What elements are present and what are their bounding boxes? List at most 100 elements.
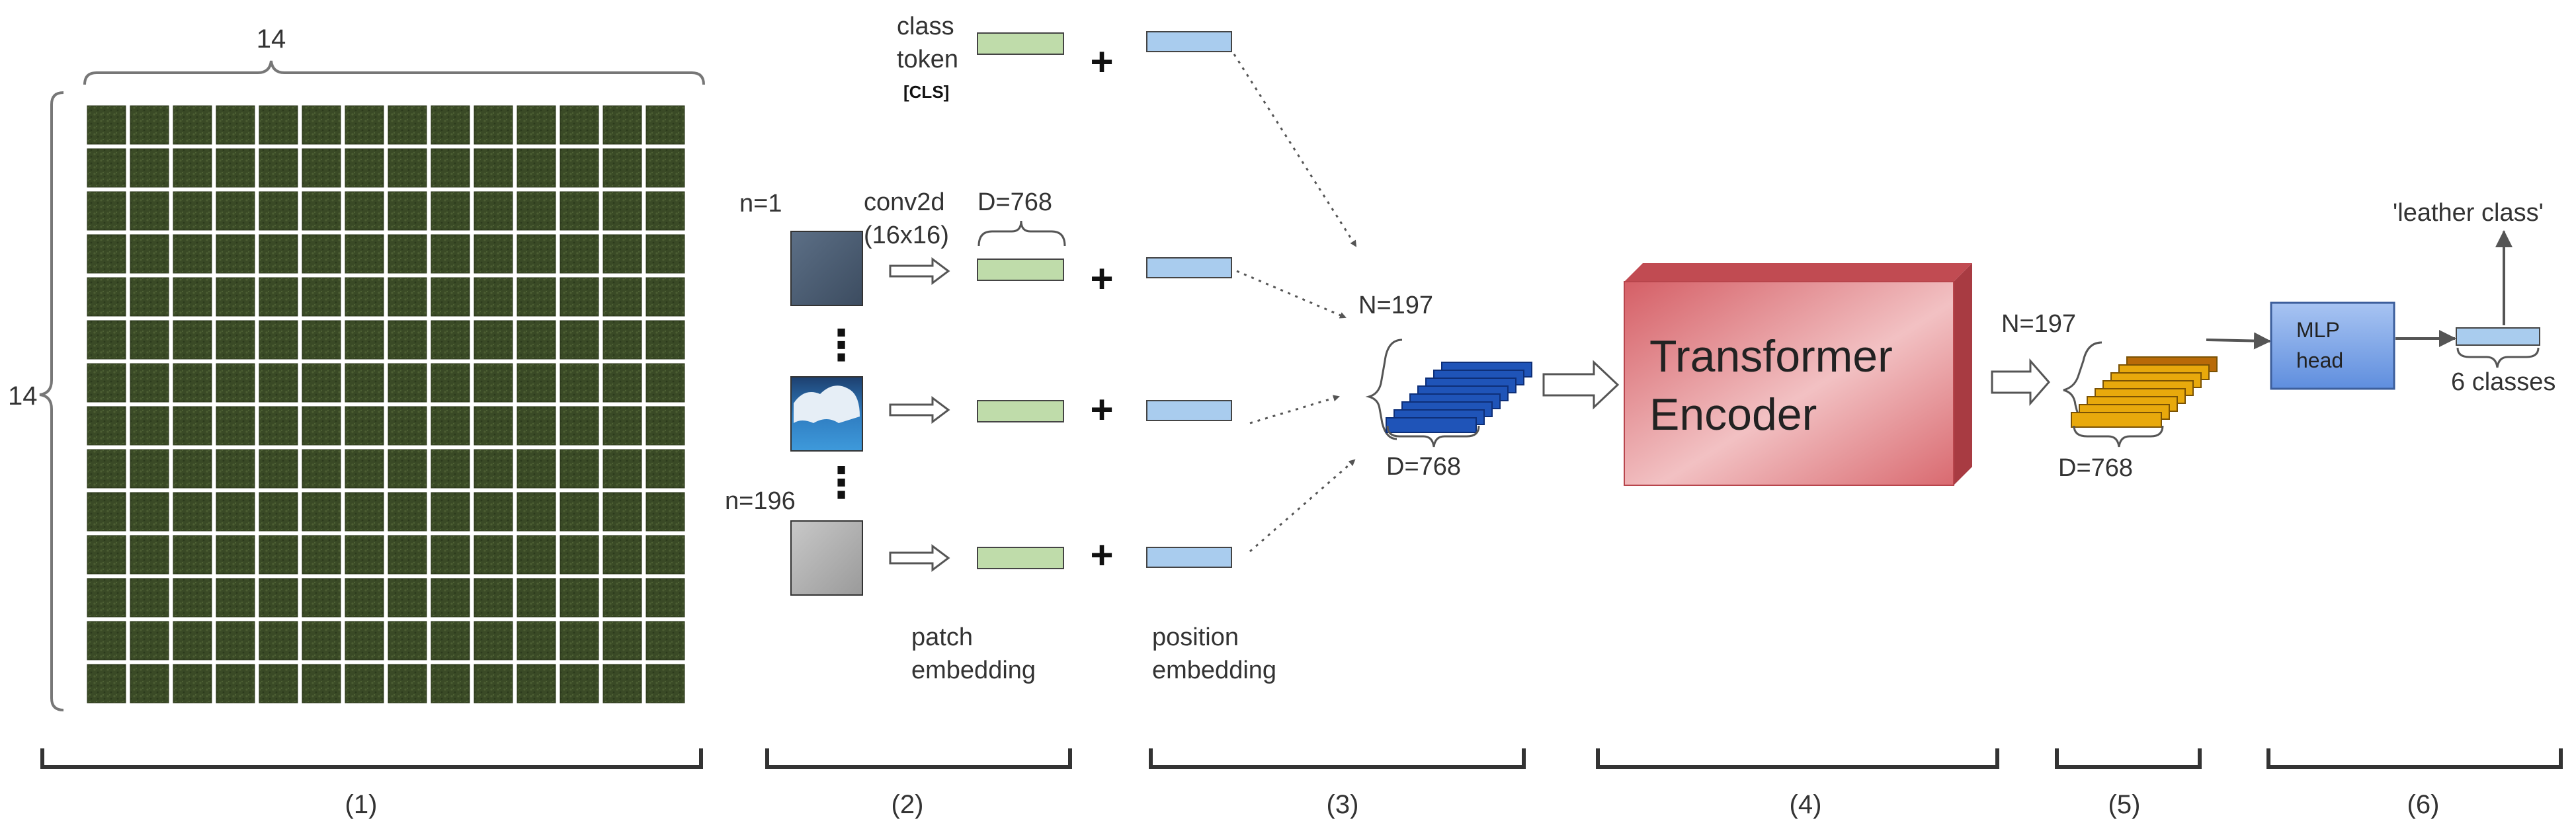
grid-patch [345, 406, 384, 446]
hollow-arrow-to-encoder [1542, 360, 1620, 410]
grid-patch [517, 621, 556, 660]
n197-stack-label: N=197 [1358, 292, 1433, 319]
grid-patch [560, 320, 599, 360]
patch-embedding-label-line2: embedding [911, 657, 1036, 684]
grid-patch [560, 449, 599, 489]
grid-patch [602, 449, 642, 489]
encoder-front-face [1624, 281, 1954, 486]
grid-patch [517, 148, 556, 188]
grid-patch [173, 664, 212, 703]
grid-patch [259, 535, 298, 575]
grid-patch [645, 148, 685, 188]
mlp-head-section: MLP head 'leather class' 6 classes [2206, 199, 2555, 396]
grid-patch [345, 492, 384, 532]
grid-patch [345, 320, 384, 360]
grid-patch [130, 492, 169, 532]
grid-patch [474, 535, 513, 575]
grid-patch [517, 492, 556, 532]
grid-patch [345, 535, 384, 575]
grid-patch [602, 492, 642, 532]
grid-patch [517, 664, 556, 703]
grid-patch [560, 277, 599, 317]
grid-patch [388, 535, 427, 575]
hollow-arrow-from-encoder [1991, 358, 2050, 406]
grid-patch [431, 148, 470, 188]
patch-embedding-last [977, 547, 1064, 569]
dotted-arrow-middle [1249, 395, 1340, 424]
grid-patch [645, 578, 685, 618]
grid-patch [517, 277, 556, 317]
grid-patch [173, 363, 212, 403]
grid-patch [645, 105, 685, 145]
grid-patch [645, 320, 685, 360]
grid-patch [388, 664, 427, 703]
image-patch-middle [790, 376, 863, 452]
grid-patch [259, 363, 298, 403]
grid-patch [302, 492, 341, 532]
section-bracket-6 [2266, 748, 2563, 769]
grid-patch [173, 148, 212, 188]
grid-patch [216, 535, 255, 575]
n-first-label: n=1 [739, 190, 782, 218]
dotted-arrow-first [1236, 270, 1347, 319]
grid-patch [602, 234, 642, 274]
grid-patch [216, 320, 255, 360]
grid-patch [602, 148, 642, 188]
grid-patch [87, 234, 126, 274]
grid-patch [388, 277, 427, 317]
grid-patch [474, 363, 513, 403]
grid-patch [130, 449, 169, 489]
class-token-label-line1: class [897, 13, 954, 40]
grid-patch [474, 578, 513, 618]
conv-label-line2: (16x16) [864, 221, 949, 249]
grid-patch [216, 191, 255, 231]
grid-patch [431, 320, 470, 360]
grid-patch [517, 535, 556, 575]
grid-patch [259, 148, 298, 188]
grid-patch [645, 621, 685, 660]
grid-patch [602, 664, 642, 703]
grid-patch [259, 105, 298, 145]
mlp-head-label-line1: MLP [2296, 318, 2340, 342]
grid-patch [216, 105, 255, 145]
grid-patch [302, 277, 341, 317]
grid-patch [602, 277, 642, 317]
grid-patch [431, 578, 470, 618]
grid-patch [431, 621, 470, 660]
grid-patch [130, 320, 169, 360]
plus-signs: + + + + [1090, 40, 1113, 577]
cls-tag-label: [CLS] [903, 82, 949, 102]
plus-sign-class: + [1090, 40, 1113, 84]
d768-stack-label: D=768 [1386, 453, 1461, 481]
section-bracket-4 [1596, 748, 1999, 769]
grid-patch [345, 449, 384, 489]
grid-patch [474, 105, 513, 145]
patch-embedding-first [977, 259, 1064, 281]
grid-patch [431, 406, 470, 446]
grid-patch [431, 363, 470, 403]
grid-patch [645, 234, 685, 274]
grid-top-label: 14 [257, 24, 286, 54]
grid-patch [388, 578, 427, 618]
grid-patch [173, 406, 212, 446]
grid-patch [302, 449, 341, 489]
grid-patch [130, 277, 169, 317]
grid-patch [87, 191, 126, 231]
grid-patch [560, 535, 599, 575]
encoder-output-stack [2071, 356, 2218, 428]
grid-patch [388, 449, 427, 489]
grid-patch [474, 277, 513, 317]
grid-patch [173, 492, 212, 532]
grid-patch [130, 578, 169, 618]
token-layer [1386, 417, 1477, 433]
section-bracket-1 [40, 748, 703, 769]
grid-patch [130, 406, 169, 446]
encoder-title-line2: Encoder [1649, 389, 1817, 440]
grid-patch [345, 664, 384, 703]
grid-patch [87, 148, 126, 188]
patch-embedding-section: n=1 conv2d (16x16) D=768 ⋮ ⋮ n=196 class… [725, 13, 1066, 684]
classes-count-label: 6 classes [2451, 368, 2555, 396]
grid-patch [474, 449, 513, 489]
grid-patch [431, 277, 470, 317]
grid-patch [602, 406, 642, 446]
